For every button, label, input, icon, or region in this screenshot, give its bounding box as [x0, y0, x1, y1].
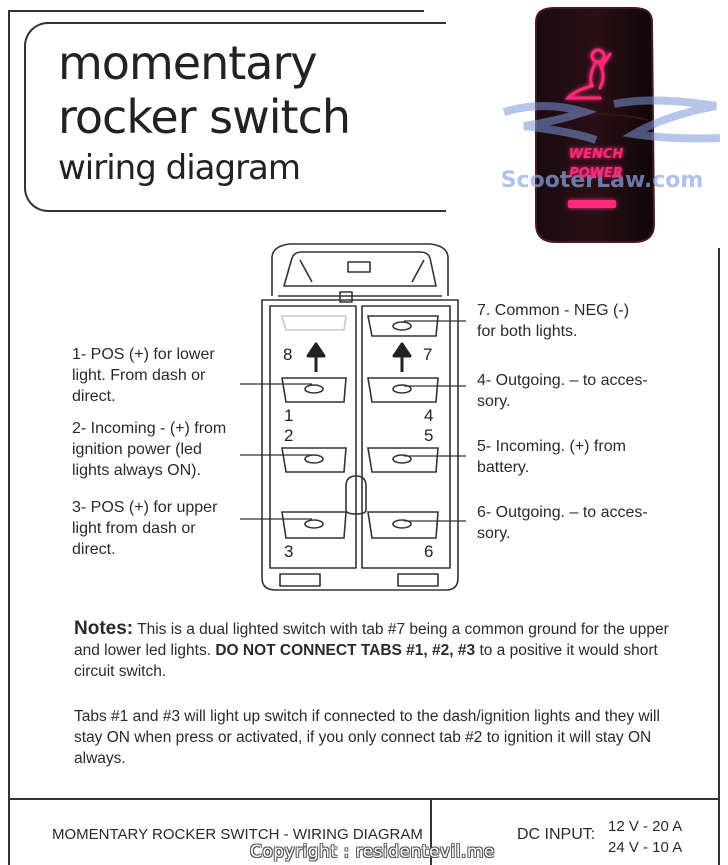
- switch-right-bay: [361, 305, 451, 569]
- pin-label-6-line-2: sory.: [477, 525, 511, 542]
- terminal-number-8: 8: [283, 345, 293, 364]
- terminal-number-7: 7: [423, 345, 433, 364]
- notes-paragraph: Notes: This is a dual lighted switch wit…: [74, 618, 674, 682]
- pin-label-2-line-1: 2- Incoming - (+) from: [72, 420, 227, 437]
- pin-label-3-line-3: direct.: [72, 541, 116, 558]
- terminal-number-5: 5: [424, 426, 434, 445]
- terminal-tabs: [280, 315, 439, 539]
- pin-label-4: 4- Outgoing. – to acces- sory.: [477, 370, 692, 412]
- terminal-tab-3: [281, 511, 347, 539]
- pin-label-2-line-2: ignition power (led: [72, 441, 202, 458]
- switch-left-bay: [269, 305, 357, 569]
- terminal-number-1: 1: [284, 406, 294, 425]
- title-box: [24, 22, 446, 212]
- notes-text-2: to a positive it would short circuit swi…: [74, 642, 658, 680]
- pin-label-4-line-2: sory.: [477, 393, 511, 410]
- terminal-number-2: 2: [284, 426, 294, 445]
- pin-label-3-line-2: light from dash or: [72, 520, 196, 537]
- terminal-number-6: 6: [424, 542, 434, 561]
- title-line-2: rocker switch: [58, 90, 351, 144]
- center-pin: [345, 475, 367, 515]
- pin-label-5-line-2: battery.: [477, 459, 530, 476]
- rocker-switch-photo: ScooterLaw.com WENCH POWER: [501, 7, 721, 243]
- footer-divider: [8, 798, 720, 800]
- copyright-watermark: Copyright : residentevil.me: [250, 842, 495, 862]
- pin-label-2: 2- Incoming - (+) from ignition power (l…: [72, 418, 252, 481]
- switch-housing-top: [271, 243, 449, 296]
- indicator-bar: [568, 200, 616, 208]
- frame-left-border: [8, 10, 10, 865]
- terminal-number-4: 4: [424, 406, 434, 425]
- pin-label-5-line-1: 5- Incoming. (+) from: [477, 438, 626, 455]
- pin-label-1: 1- POS (+) for lower light. From dash or…: [72, 344, 242, 407]
- switch-body: [261, 299, 459, 591]
- switch-label-line-2: POWER: [569, 166, 623, 181]
- notes-paragraph-2: Tabs #1 and #3 will light up switch if c…: [74, 708, 660, 767]
- pin-label-2-line-3: lights always ON).: [72, 462, 201, 479]
- watermark-logo: [502, 96, 721, 144]
- arrow-up-icon: [306, 342, 326, 372]
- pin-label-7-line-1: 7. Common - NEG (-): [477, 302, 630, 319]
- frame-top-border: [8, 10, 424, 12]
- notes-warning: DO NOT CONNECT TABS #1, #2, #3: [215, 642, 476, 659]
- terminal-tab-2: [281, 447, 347, 473]
- pin-label-5: 5- Incoming. (+) from battery.: [477, 436, 677, 478]
- notes-heading: Notes:: [74, 618, 134, 639]
- pin-label-1-line-3: direct.: [72, 388, 116, 405]
- pin-label-1-line-2: light. From dash or: [72, 367, 206, 384]
- pin-label-1-line-1: 1- POS (+) for lower: [72, 346, 215, 363]
- pin-label-3-line-1: 3- POS (+) for upper: [72, 499, 218, 516]
- terminal-tab-6: [367, 511, 439, 539]
- leader-lines: [240, 320, 466, 522]
- terminal-number-3: 3: [284, 542, 294, 561]
- pin-label-6: 6- Outgoing. – to acces- sory.: [477, 502, 692, 544]
- title-line-3: wiring diagram: [58, 148, 301, 188]
- terminal-tab-8: [280, 315, 347, 331]
- terminal-tab-7: [367, 315, 439, 337]
- terminal-tab-1: [281, 377, 347, 403]
- frame-right-border: [718, 248, 720, 865]
- terminal-tab-5: [367, 447, 439, 473]
- footer-title: MOMENTARY ROCKER SWITCH - WIRING DIAGRAM: [52, 826, 423, 843]
- pin-label-6-line-1: 6- Outgoing. – to acces-: [477, 504, 648, 521]
- pin-label-4-line-1: 4- Outgoing. – to acces-: [477, 372, 648, 389]
- footer-separator: [430, 798, 432, 865]
- switch-cap: [283, 251, 437, 287]
- title-line-1: momentary: [58, 36, 318, 90]
- arrow-up-icon-right: [392, 342, 412, 372]
- pin-label-3: 3- POS (+) for upper light from dash or …: [72, 497, 242, 560]
- rating-12v: 12 V - 20 A: [608, 818, 683, 835]
- pin-label-7-line-2: for both lights.: [477, 323, 578, 340]
- mudflap-girl-icon: [564, 48, 612, 100]
- switch-label-line-1: WENCH: [569, 147, 624, 162]
- dc-input-label: DC INPUT:: [517, 826, 596, 843]
- terminal-tab-4: [367, 377, 439, 403]
- notes-text-1: This is a dual lighted switch with tab #…: [74, 621, 669, 659]
- switch-bottom-clip: [279, 573, 321, 587]
- watermark-text: ScooterLaw.com: [501, 168, 704, 193]
- rating-24v: 24 V - 10 A: [608, 839, 683, 856]
- pin-label-7: 7. Common - NEG (-) for both lights.: [477, 300, 677, 342]
